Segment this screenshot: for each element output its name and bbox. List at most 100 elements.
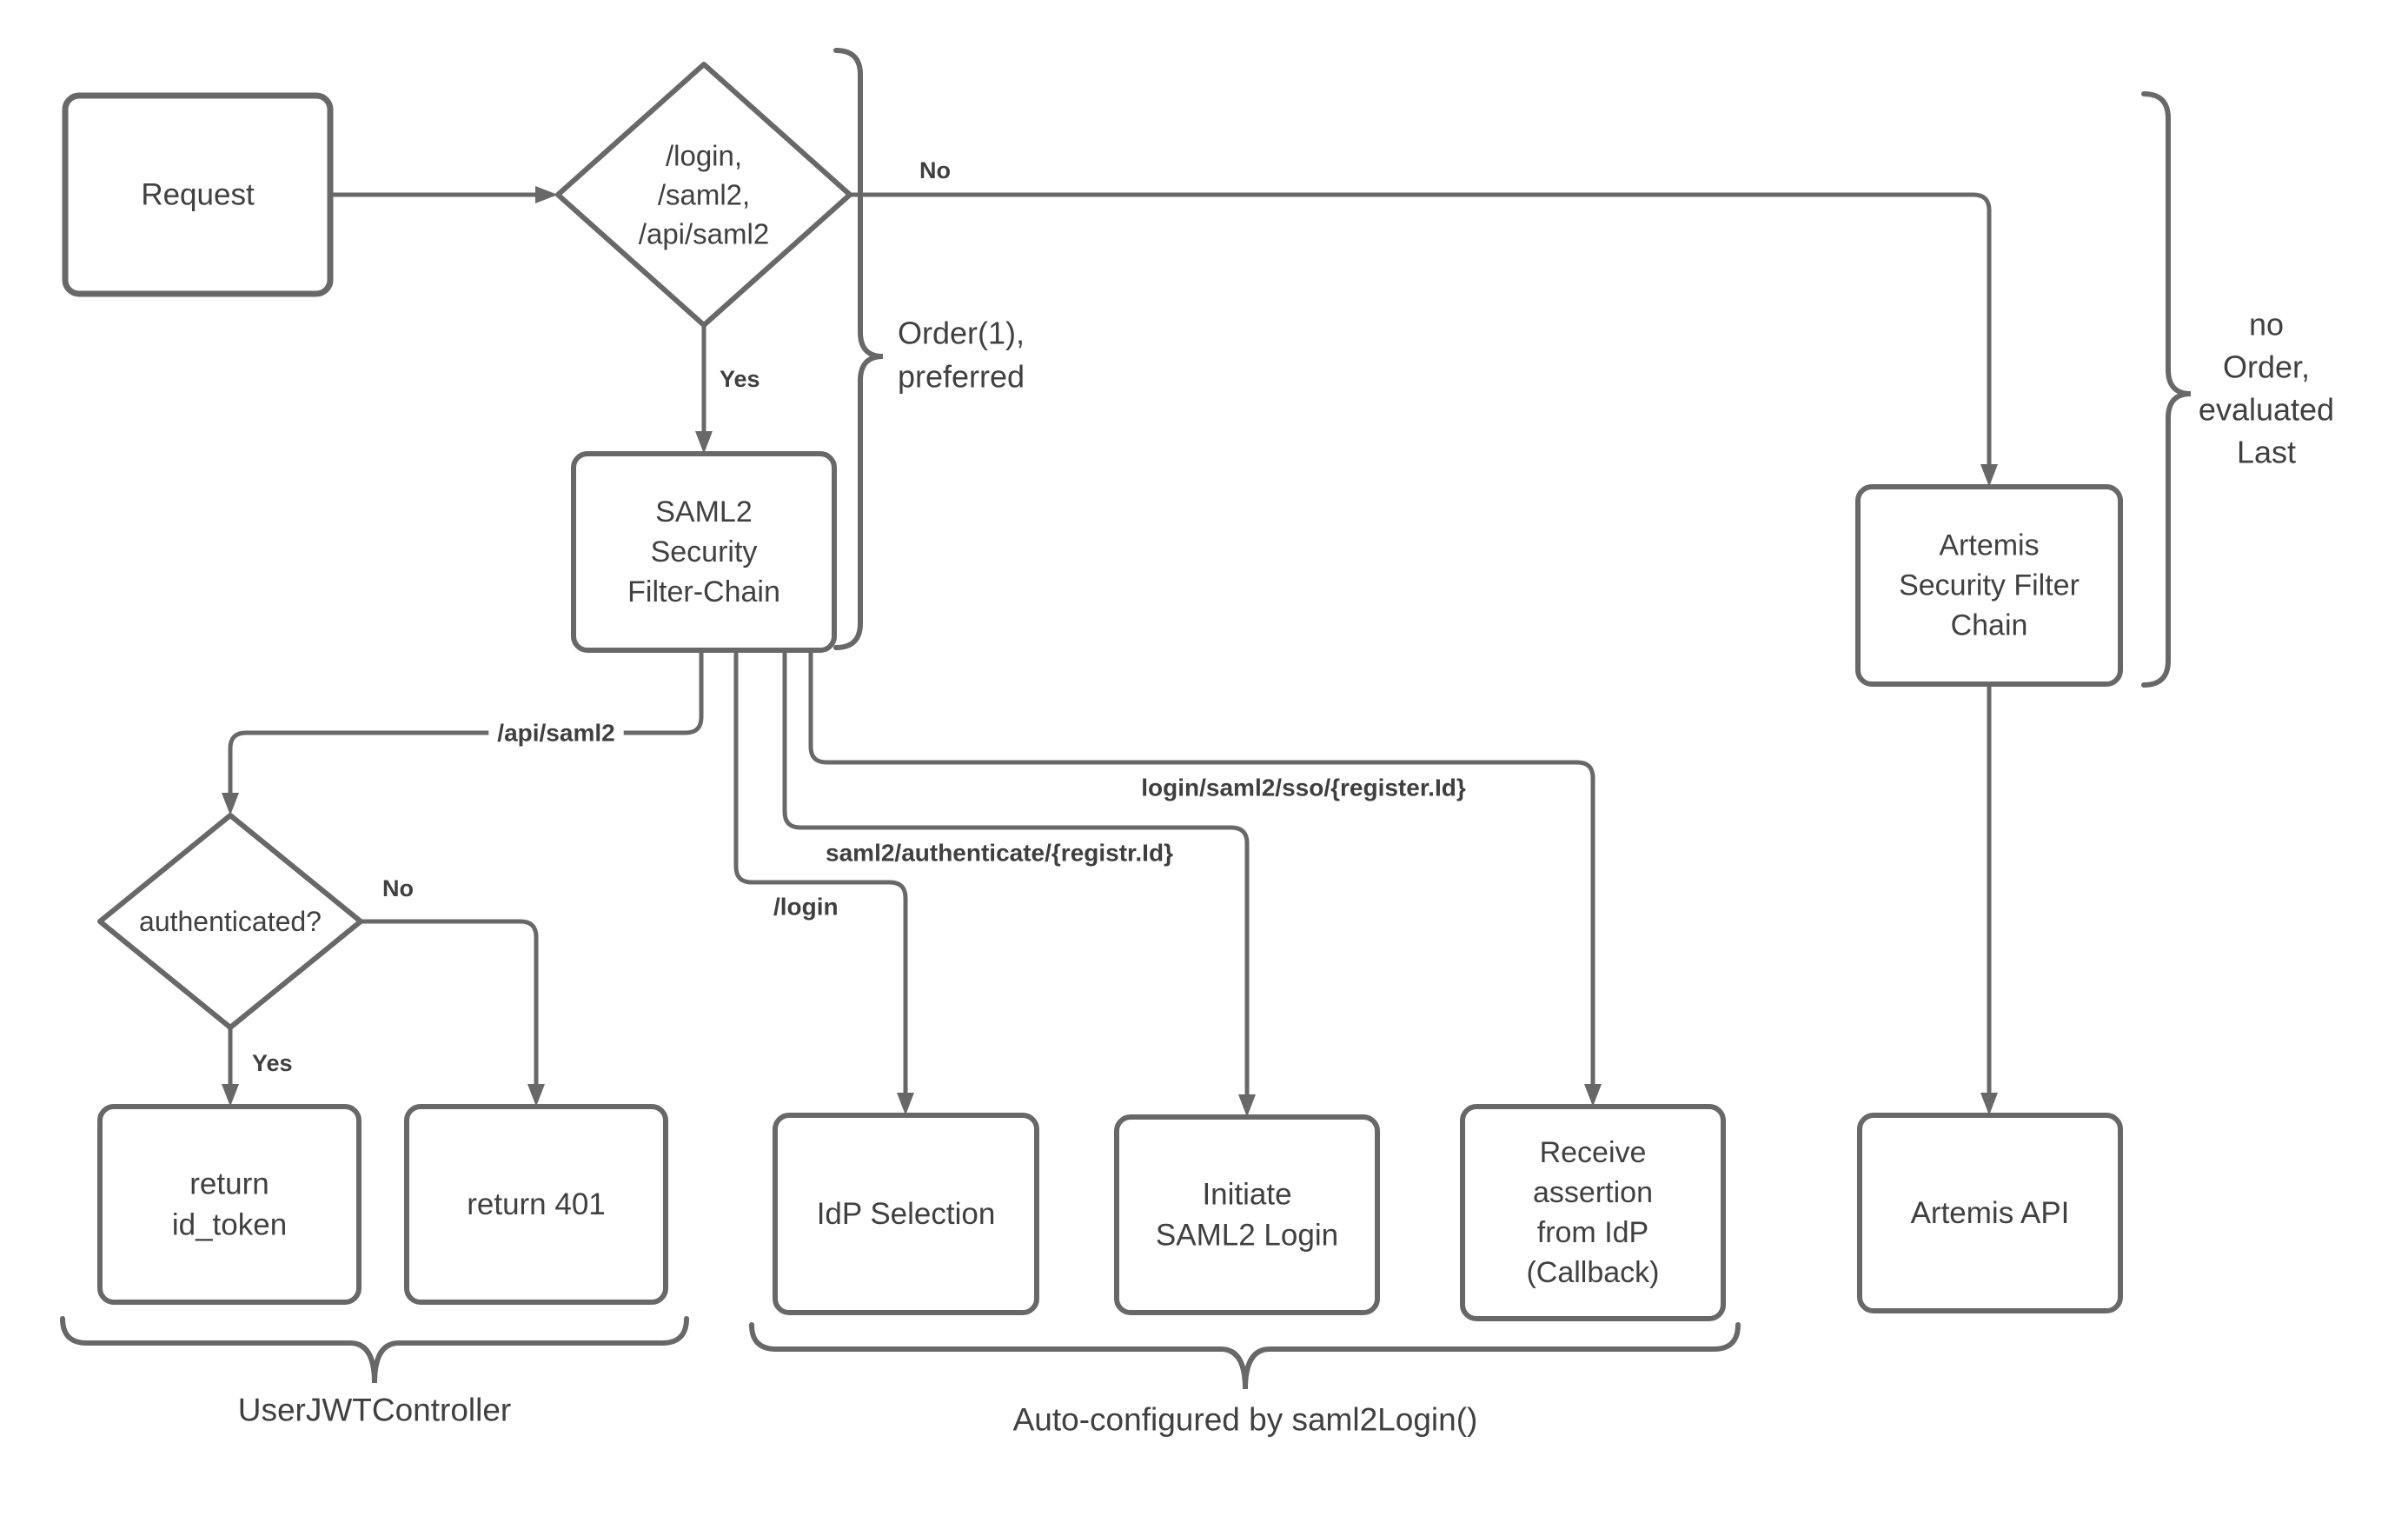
brace-no-order: [2141, 91, 2192, 688]
saml2-filter-chain-label: SAML2: [655, 495, 753, 529]
annotation-line-auto-configured: Auto-configured by saml2Login(): [1013, 1402, 1478, 1438]
saml2-to-initiate-arrowhead: [1238, 1094, 1256, 1117]
initiate-saml2-login-label: SAML2 Login: [1156, 1219, 1338, 1253]
saml2-to-authenticated-line: [228, 648, 704, 795]
annotation-line-order-preferred: preferred: [898, 359, 1025, 395]
authenticated-no-to-401-arrowhead: [527, 1084, 545, 1107]
connector-saml2-to-initiate: [782, 648, 1256, 1117]
annotation-line-userjwtcontroller: UserJWTController: [238, 1393, 512, 1428]
connector-request-to-route: [328, 186, 558, 203]
route-decision-shape: [555, 62, 852, 328]
annotation-line-no-order-evaluated-last: no: [2249, 307, 2284, 342]
annotation-auto-configured: Auto-configured by saml2Login(): [1013, 1402, 1478, 1438]
route-decision-label: /saml2,: [658, 179, 750, 211]
edge-label-text-sso: login/saml2/sso/{register.Id}: [1141, 775, 1466, 801]
annotation-line-no-order-evaluated-last: Last: [2237, 435, 2296, 470]
receive-assertion-label: (Callback): [1526, 1256, 1659, 1289]
annotation-order-preferred: Order(1), preferred: [898, 316, 1025, 395]
request-shape: [62, 92, 334, 297]
edge-label-no-bottom: No: [382, 875, 414, 901]
artemis-filter-chain-label: Chain: [1951, 609, 2028, 642]
auth-decision-shape: [97, 813, 363, 1030]
node-return-id-token: return id_token: [97, 1104, 362, 1305]
artemis-api-label: Artemis API: [1911, 1196, 2070, 1230]
saml2-filter-chain-label: Filter-Chain: [627, 575, 780, 608]
return-id-token-shape: [97, 1104, 362, 1305]
api-saml2-label-bg: [488, 710, 624, 755]
node-receive-assertion: Receive assertion from IdP (Callback): [1460, 1104, 1726, 1321]
route-no-to-artemis-chain-arrowhead: [1980, 464, 1998, 487]
node-request: Request: [62, 92, 334, 297]
request-to-route-arrowhead: [535, 186, 558, 203]
authenticated-no-to-401-line: [358, 919, 539, 1087]
request-label: Request: [141, 178, 255, 212]
receive-assertion-label: assertion: [1533, 1176, 1653, 1209]
edge-label-authenticate: saml2/authenticate/{registr.Id}: [826, 840, 1173, 867]
connector-artemis-chain-to-api: [1980, 682, 1998, 1115]
return-id-token-label: id_token: [172, 1208, 287, 1242]
saml2-to-authenticated-arrowhead: [222, 793, 239, 815]
edge-label-text-no-top: No: [919, 157, 951, 183]
edge-label-api-saml2: /api/saml2: [488, 710, 624, 755]
brace-userjwtcontroller: [60, 1316, 689, 1384]
saml2-to-receive-line: [808, 648, 1595, 1087]
edge-label-yes-top: Yes: [720, 366, 760, 392]
annotation-line-order-preferred: Order(1),: [898, 316, 1025, 351]
idp-selection-label: IdP Selection: [817, 1197, 996, 1231]
route-yes-to-saml2-chain-arrowhead: [695, 431, 713, 454]
edge-label-sso: login/saml2/sso/{register.Id}: [1141, 775, 1466, 801]
edge-label-yes-bottom: Yes: [252, 1050, 293, 1076]
edge-label-login: /login: [773, 894, 839, 921]
artemis-filter-chain-shape: [1855, 484, 2123, 687]
node-route-decision: /login, /saml2, /api/saml2: [555, 62, 852, 328]
saml2-filter-chain-label: Security: [651, 535, 758, 568]
edge-label-text-yes-top: Yes: [720, 366, 760, 392]
artemis-api-shape: [1857, 1113, 2123, 1313]
connector-saml2-to-idp-selection: [733, 648, 914, 1115]
route-no-to-artemis-chain-line: [847, 192, 1992, 467]
receive-assertion-label: from IdP: [1537, 1216, 1648, 1249]
saml2-to-receive-arrowhead: [1584, 1084, 1602, 1107]
annotation-line-no-order-evaluated-last: evaluated: [2199, 392, 2334, 428]
saml2-to-idp-selection-line: [733, 648, 908, 1095]
return-id-token-label: return: [189, 1167, 269, 1201]
receive-assertion-label: Receive: [1540, 1136, 1647, 1169]
node-idp-selection: IdP Selection: [773, 1113, 1039, 1315]
brace-order-preferred: [833, 48, 884, 650]
return-401-shape: [404, 1104, 668, 1305]
edge-label-text-api-saml2: /api/saml2: [497, 720, 614, 747]
connector-route-yes-to-saml2-chain: [695, 322, 713, 454]
saml2-filter-chain-shape: [571, 451, 837, 653]
annotation-userjwtcontroller: UserJWTController: [238, 1393, 512, 1428]
edge-label-text-authenticate: saml2/authenticate/{registr.Id}: [826, 840, 1173, 867]
node-auth-decision: authenticated?: [97, 813, 363, 1030]
return-401-label: return 401: [467, 1187, 606, 1221]
connector-saml2-to-receive: [808, 648, 1602, 1107]
idp-selection-shape: [773, 1113, 1039, 1315]
node-artemis-api: Artemis API: [1857, 1113, 2123, 1313]
saml2-to-initiate-line: [782, 648, 1250, 1097]
auth-decision-label: authenticated?: [139, 906, 322, 937]
connector-authenticated-no-to-401: [358, 919, 545, 1107]
edge-label-text-no-bottom: No: [382, 875, 414, 901]
edge-label-text-yes-bottom: Yes: [252, 1050, 293, 1076]
receive-assertion-shape: [1460, 1104, 1726, 1321]
brace-autoconfigured: [749, 1322, 1741, 1390]
connector-authenticated-yes-to-token: [222, 1025, 239, 1107]
annotation-line-no-order-evaluated-last: Order,: [2223, 349, 2310, 385]
connector-route-no-to-artemis-chain: [847, 192, 1998, 487]
saml2-to-idp-selection-arrowhead: [897, 1093, 914, 1115]
initiate-saml2-login-label: Initiate: [1202, 1178, 1291, 1212]
authenticated-yes-to-token-arrowhead: [222, 1084, 239, 1107]
route-decision-label: /login,: [666, 140, 742, 172]
node-return-401: return 401: [404, 1104, 668, 1305]
edge-label-no-top: No: [919, 157, 951, 183]
artemis-filter-chain-label: Security Filter: [1899, 569, 2080, 602]
edge-label-text-login: /login: [773, 894, 839, 921]
route-decision-label: /api/saml2: [639, 218, 769, 250]
